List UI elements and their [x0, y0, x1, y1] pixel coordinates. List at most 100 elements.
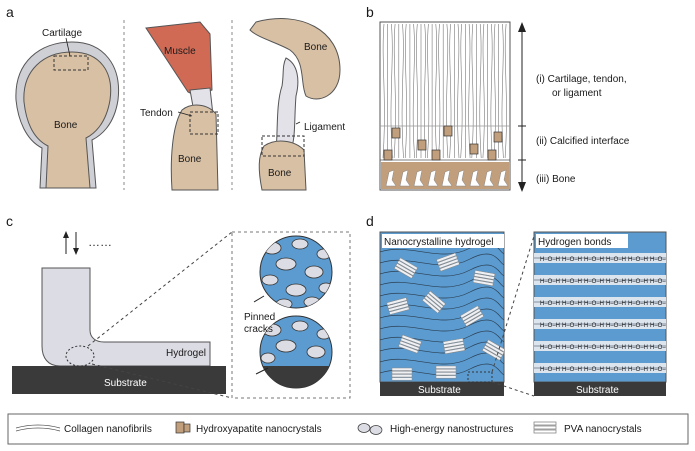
pva-crystal-stack	[435, 365, 457, 379]
hbond-glyph: H–O–H	[584, 367, 604, 373]
hbond-glyph: H–O–H	[540, 323, 560, 329]
high-energy-nanostructure	[316, 248, 332, 260]
hbond-glyph: H–O–H	[650, 301, 670, 307]
bone-pore	[385, 169, 397, 187]
bone-pore	[469, 169, 481, 187]
legend-pva: PVA nanocrystals	[564, 424, 642, 435]
collagen-fibril	[438, 23, 441, 159]
pva-lamella	[426, 293, 444, 309]
high-energy-nanostructure	[261, 274, 279, 286]
bone-pore	[427, 169, 439, 187]
hbond-glyph: H–O–H	[562, 301, 582, 307]
hbond-glyph: H–O–H	[540, 257, 560, 263]
pva-crystals-group	[386, 252, 504, 381]
pva-lamella	[391, 374, 413, 378]
label-ligament: Ligament	[304, 122, 345, 133]
pva-lamella	[391, 367, 413, 371]
label-substrate-d2: Substrate	[576, 385, 619, 396]
collagen-fibril	[468, 23, 471, 159]
collagen-fibril	[449, 23, 452, 159]
label-bone-2: Bone	[178, 154, 202, 165]
pva-lamella	[461, 308, 481, 322]
polymer-chain	[380, 275, 504, 288]
hydroxyapatite-crystals-group	[383, 125, 503, 161]
collagen-fibril	[427, 23, 430, 159]
pva-lamella	[401, 334, 422, 345]
hydroxyapatite-crystal	[443, 125, 453, 137]
hbond-glyph: H–O–H	[540, 301, 560, 307]
pva-lamella	[387, 300, 408, 309]
high-energy-nanostructure	[275, 257, 297, 271]
hbond-glyph: H–O–H	[562, 323, 582, 329]
high-energy-nanostructure	[260, 352, 276, 364]
zoom-box-c	[231, 231, 351, 399]
pva-lamella	[386, 297, 408, 306]
label-bone-4: Bone	[268, 168, 292, 179]
pva-lamella	[473, 273, 495, 280]
bone-pore	[441, 169, 453, 187]
hbond-glyph: H–O–H	[562, 345, 582, 351]
pva-lamella	[435, 368, 457, 373]
panel-label-c: c	[6, 213, 13, 229]
pva-lamella	[395, 263, 415, 276]
label-pinned: Pinned	[244, 312, 275, 323]
label-substrate-c: Substrate	[104, 378, 147, 389]
hbond-glyph: H–O–H	[628, 257, 648, 263]
polymer-chain	[380, 286, 504, 299]
pva-lamella	[391, 377, 413, 381]
zone-3-label: (iii) Bone	[536, 174, 576, 185]
hydroxyapatite-crystal	[431, 149, 441, 161]
pva-crystal-stack	[386, 297, 410, 315]
pva-lamella	[436, 252, 457, 263]
collagen-fibril	[446, 23, 449, 159]
pva-lamella	[422, 297, 440, 314]
collagen-fibril	[423, 23, 426, 159]
hbond-glyph: H–O–H	[650, 279, 670, 285]
pva-lamella	[424, 295, 442, 312]
pva-lamella	[435, 372, 457, 376]
pva-lamella	[398, 343, 419, 354]
cyclic-dots: ……	[88, 235, 112, 249]
pva-lamella	[400, 337, 421, 348]
hbond-glyph: H–O–H	[584, 301, 604, 307]
pva-lamella	[435, 365, 457, 369]
collagen-fibril	[393, 23, 396, 159]
label-bone-1: Bone	[54, 120, 78, 131]
hbond-glyph: H–O–H	[540, 279, 560, 285]
bone-pore	[413, 169, 425, 187]
hbond-glyph: H–O–H	[628, 279, 648, 285]
legend-box	[7, 413, 689, 445]
legend-high-energy: High-energy nanostructures	[390, 424, 513, 435]
pva-crystal-stack	[398, 334, 422, 354]
collagen-fibril	[435, 23, 438, 159]
hydroxyapatite-crystal	[391, 127, 401, 139]
pva-lamella	[464, 313, 485, 327]
pva-lamella	[486, 339, 504, 353]
bone-pore	[497, 169, 509, 187]
label-nanocrystalline-hydrogel: Nanocrystalline hydrogel	[384, 237, 494, 248]
zoom-box-cartilage	[53, 55, 89, 71]
interface-diagram	[379, 21, 511, 191]
bone-pore	[483, 169, 495, 187]
hbond-glyph: H–O–H	[606, 257, 626, 263]
panel-label-a: a	[6, 4, 14, 20]
pva-crystal-stack	[442, 338, 466, 355]
hbond-glyph: H–O–H	[584, 323, 604, 329]
pva-lamella	[437, 255, 458, 266]
nanocrystalline-hydrogel-panel: Nanocrystalline hydrogel Substrate	[379, 231, 505, 396]
zone-2-label: (ii) Calcified interface	[536, 136, 630, 147]
pva-crystal-stack	[459, 305, 485, 327]
collagen-fibril	[382, 23, 385, 159]
pva-lamella	[388, 303, 409, 312]
joint-ligament-bone: Bone Ligament Bone	[249, 18, 345, 191]
panel-label-d: d	[366, 213, 374, 229]
hydroxyapatite-crystal	[469, 143, 479, 155]
high-energy-nanostructure	[291, 238, 309, 250]
hbond-glyph: H–O–H	[606, 279, 626, 285]
nanostructure-circle-top	[259, 235, 333, 309]
legend-collagen: Collagen nanofibrils	[64, 424, 152, 435]
pva-crystal-stack	[436, 252, 460, 272]
nanostructure-circle-bottom	[259, 315, 333, 389]
pva-lamella	[435, 375, 457, 379]
